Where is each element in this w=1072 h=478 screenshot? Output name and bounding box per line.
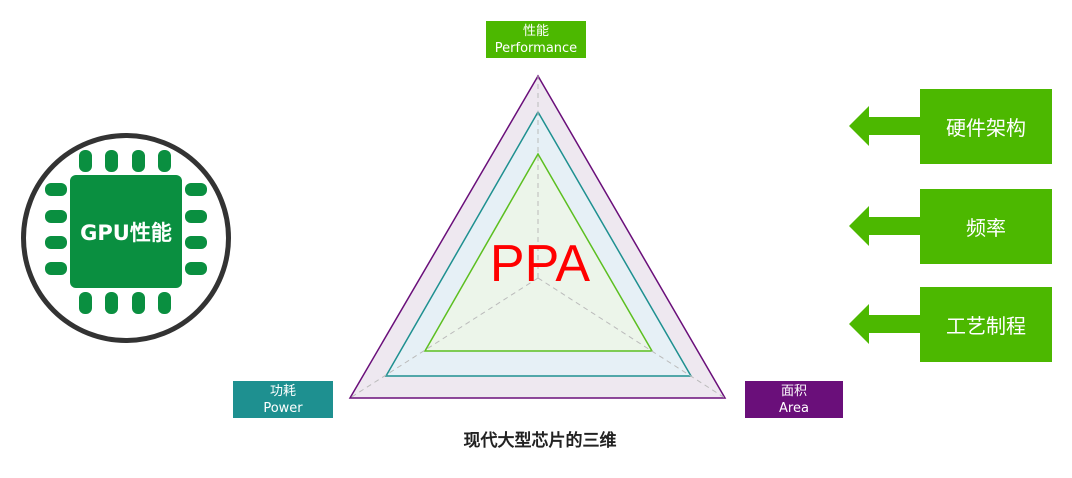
power-en: Power: [263, 400, 303, 416]
factor-hardware-architecture: 硬件架构: [920, 89, 1052, 164]
factor-process-node: 工艺制程: [920, 287, 1052, 362]
performance-triangle: [423, 152, 654, 352]
area-label: 面积 Area: [745, 381, 843, 418]
chip-pins-icon: [45, 150, 207, 314]
gpu-chip-icon: [21, 133, 231, 343]
diagram-caption: 现代大型芯片的三维: [463, 431, 617, 451]
power-zh: 功耗: [269, 383, 296, 399]
power-label: 功耗 Power: [233, 381, 333, 418]
area-en: Area: [779, 400, 809, 416]
left-arrow-icon: [849, 106, 921, 146]
performance-en: Performance: [494, 40, 578, 56]
performance-zh: 性能: [522, 23, 549, 39]
area-zh: 面积: [780, 383, 807, 399]
factor-frequency: 频率: [920, 189, 1052, 264]
chip-label: GPU性能: [80, 220, 172, 245]
performance-label: 性能 Performance: [486, 21, 586, 58]
ppa-center-text: PPA: [489, 235, 591, 293]
left-arrow-icon: [849, 206, 921, 246]
left-arrow-icon: [849, 304, 921, 344]
